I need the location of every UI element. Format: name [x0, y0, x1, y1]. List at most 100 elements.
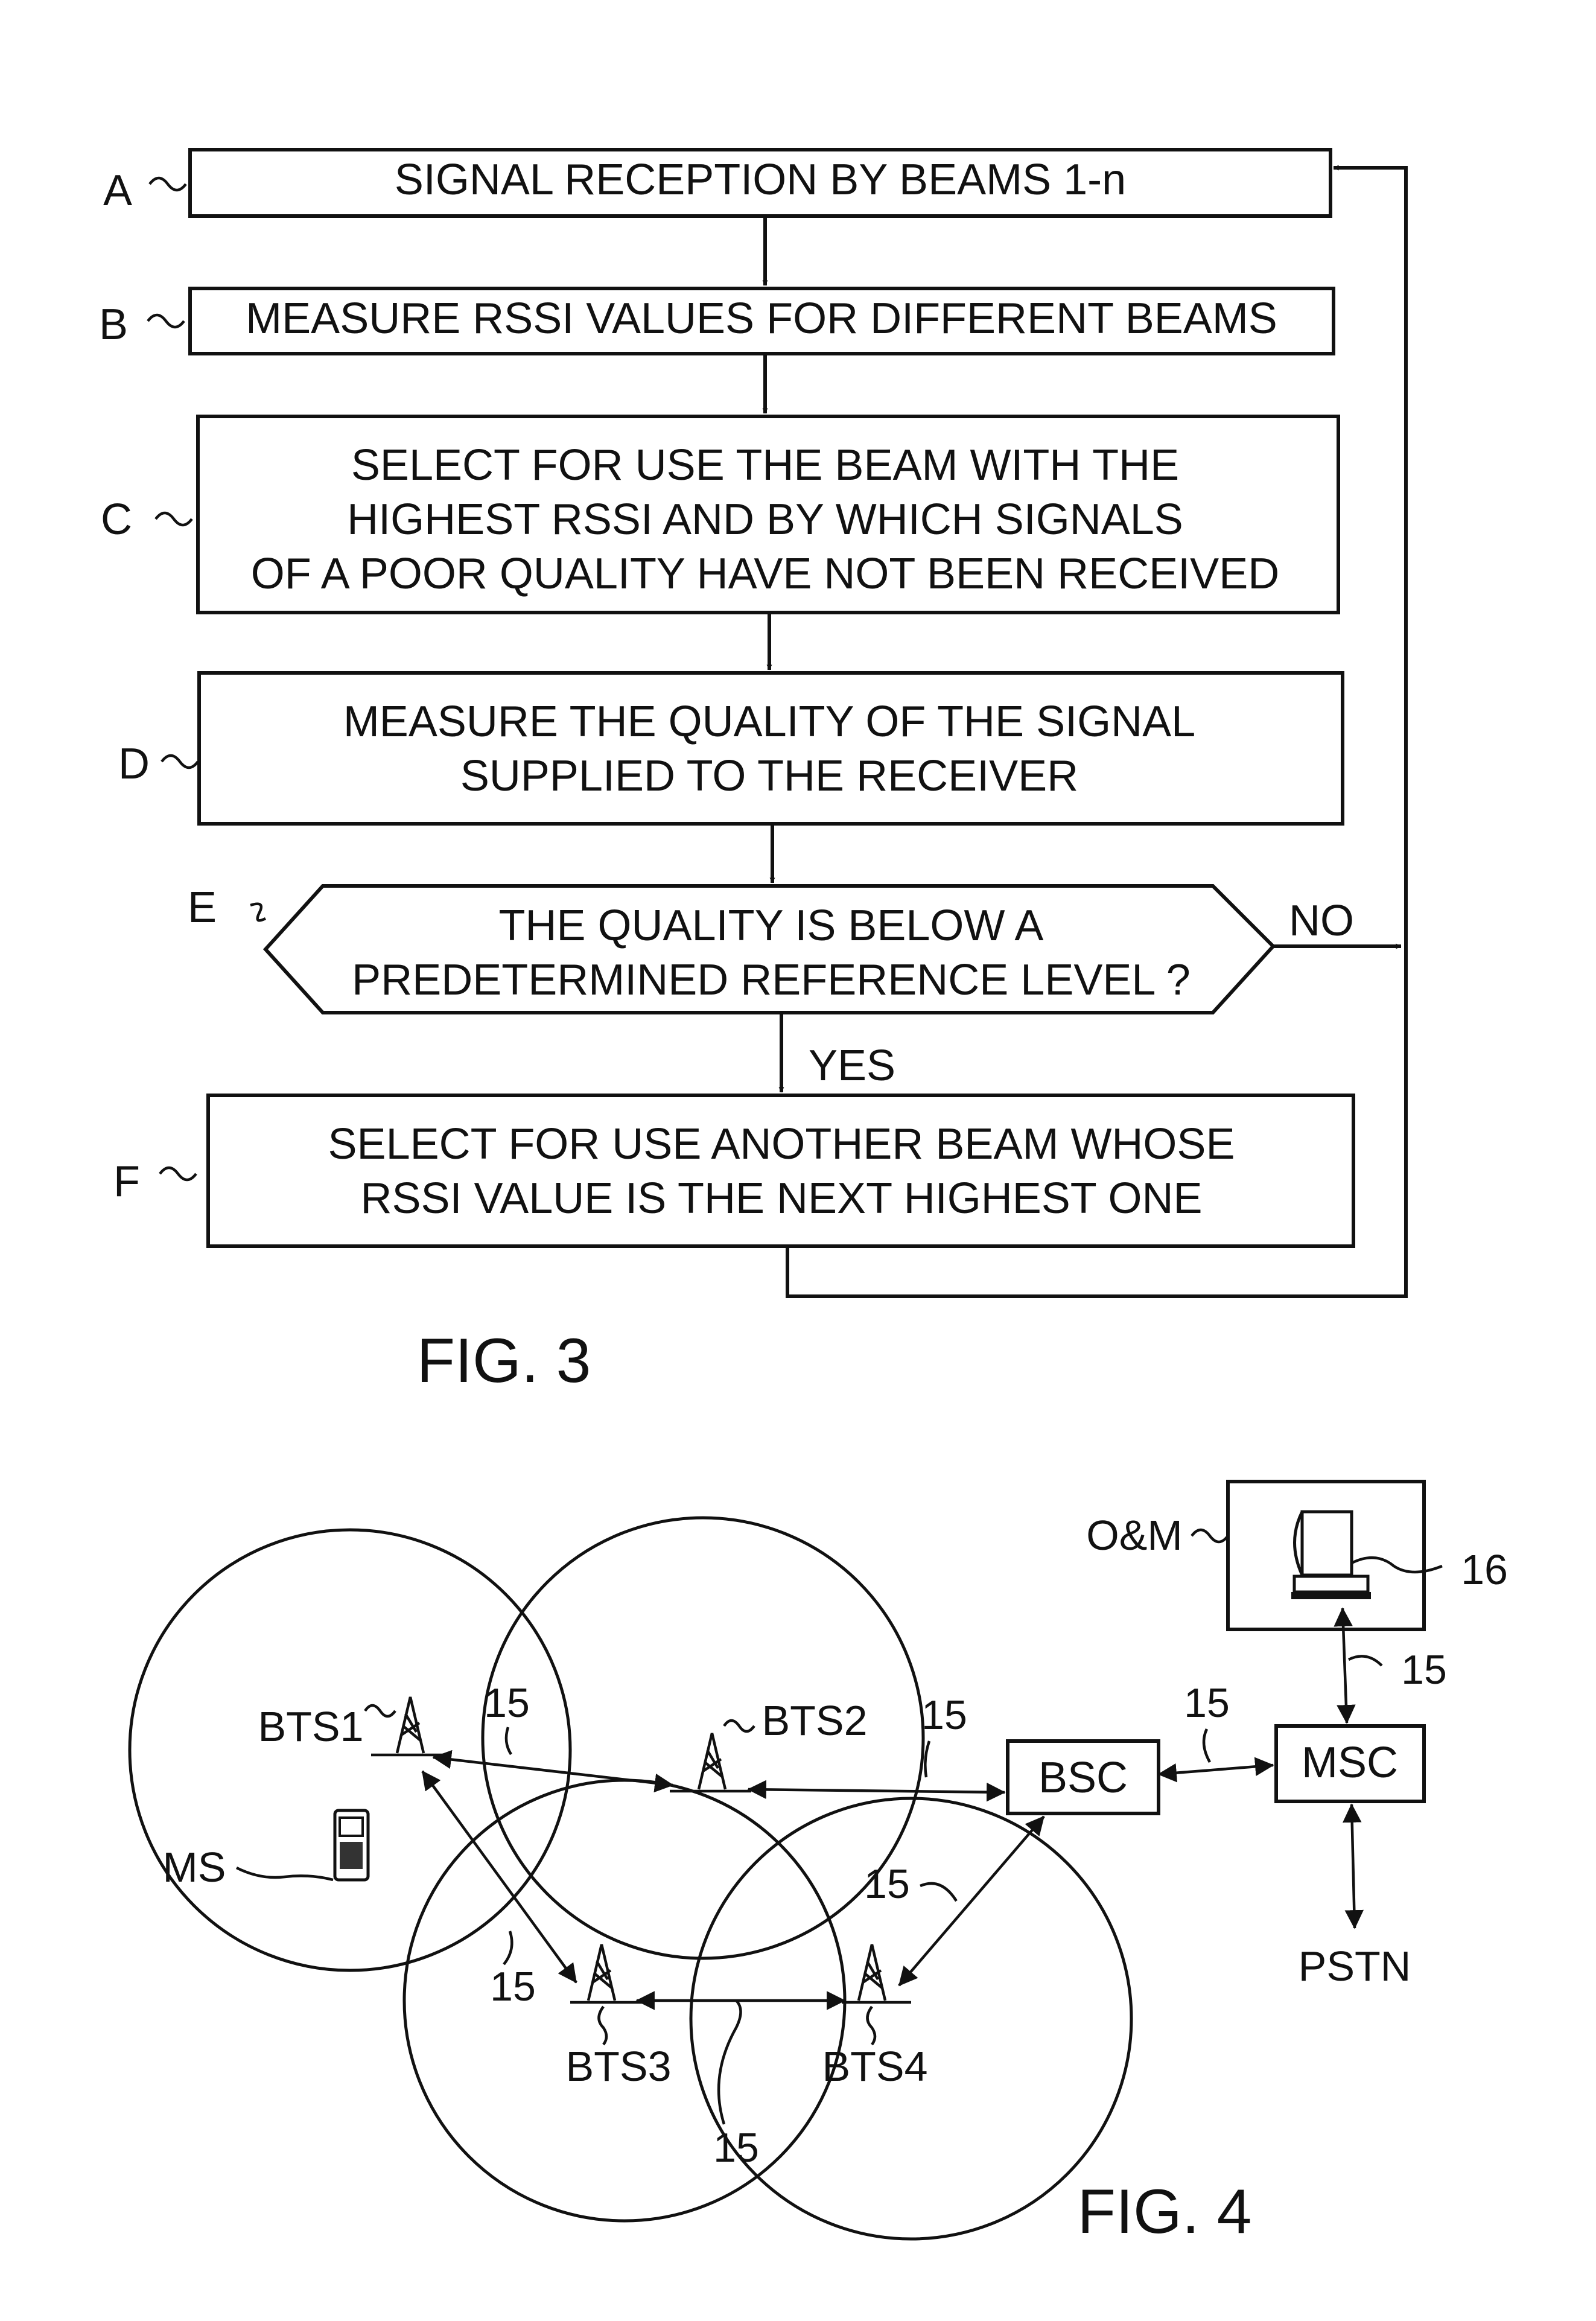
- step-a-box: [188, 148, 1332, 218]
- terminal-icon: [1291, 1510, 1371, 1599]
- cell-bts4: [689, 1797, 1133, 2241]
- ms-leader: [235, 1866, 334, 1882]
- link-bts2-bsc: [747, 1780, 1006, 1802]
- ref-leader: [717, 1999, 742, 2125]
- link-bts1-bts2: [432, 1750, 674, 1793]
- step-d-text-line1: MEASURE THE QUALITY OF THE SIGNAL: [343, 698, 1195, 746]
- cell-bts2: [481, 1516, 925, 1960]
- step-d: MEASURE THE QUALITY OF THE SIGNAL SUPPLI…: [118, 671, 1344, 826]
- fig3-caption: FIG. 3: [417, 1326, 591, 1396]
- step-f-box: [206, 1094, 1355, 1248]
- step-a-text: SIGNAL RECEPTION BY BEAMS 1-n: [395, 156, 1126, 204]
- tower-icon: [395, 1696, 425, 1754]
- step-e-letter: E: [188, 884, 217, 932]
- step-e-text-line2: PREDETERMINED REFERENCE LEVEL ?: [352, 956, 1191, 1004]
- bsc-box: [1006, 1739, 1160, 1815]
- step-d-text-line2: SUPPLIED TO THE RECEIVER: [460, 752, 1078, 800]
- step-f-leader: [159, 1166, 197, 1182]
- msc-label: MSC: [1302, 1739, 1398, 1787]
- step-c-text-line1: SELECT FOR USE THE BEAM WITH THE: [351, 441, 1179, 489]
- tower-icon: [697, 1733, 727, 1790]
- ref-leader: [503, 1931, 513, 1966]
- ms-label: MS: [163, 1844, 226, 1891]
- bts1-label: BTS1: [258, 1703, 363, 1750]
- step-f-text-line1: SELECT FOR USE ANOTHER BEAM WHOSE: [328, 1120, 1235, 1168]
- no-label: NO: [1289, 897, 1354, 945]
- link-msc-pstn: [1342, 1803, 1364, 1929]
- phone-keypad: [340, 1842, 363, 1869]
- step-a-leader: [148, 176, 187, 192]
- step-b: MEASURE RSSI VALUES FOR DIFFERENT BEAMS …: [99, 287, 1335, 355]
- bts4-label: BTS4: [822, 2043, 927, 2090]
- om-label: O&M: [1086, 1512, 1182, 1559]
- yes-label: YES: [809, 1042, 895, 1090]
- ref-15-bts1-bts2: 15: [484, 1680, 530, 1726]
- ref-leader: [920, 1882, 958, 1902]
- step-c: SELECT FOR USE THE BEAM WITH THE HIGHEST…: [101, 415, 1340, 614]
- feedback-loop-arrow: [786, 165, 1408, 1298]
- antenna-bts4: [842, 1944, 911, 2004]
- network-links: [421, 1607, 1364, 2010]
- mobile-station: MS: [163, 1809, 370, 1891]
- fig4-network-diagram: BTS1 BTS2 BTS3 BTS4 MS BSC MSC: [128, 1480, 1508, 2247]
- step-e-decision: THE QUALITY IS BELOW A PREDETERMINED REF…: [188, 884, 1354, 1090]
- link-bsc-msc: [1157, 1757, 1274, 1783]
- step-d-letter: D: [118, 740, 150, 788]
- ref-15-bts1-bts3: 15: [490, 1964, 536, 2010]
- step-c-text-line3: OF A POOR QUALITY HAVE NOT BEEN RECEIVED: [251, 550, 1279, 598]
- step-b-box: [188, 287, 1335, 355]
- ref-leader: [504, 1727, 512, 1756]
- step-e-leader: [250, 902, 267, 922]
- msc-node: MSC: [1274, 1724, 1426, 1803]
- cell-bts1: [128, 1528, 572, 1972]
- fig3-flowchart: SIGNAL RECEPTION BY BEAMS 1-n A MEASURE …: [99, 148, 1408, 1396]
- link-reference-labels: 15 15 15 15 15 15 15: [484, 1647, 1447, 2171]
- ref-15-bts4-bsc: 15: [864, 1861, 910, 1907]
- step-b-text: MEASURE RSSI VALUES FOR DIFFERENT BEAMS: [246, 295, 1277, 343]
- ref-leader: [1202, 1728, 1211, 1763]
- step-d-box: [197, 671, 1344, 826]
- step-e-text-line1: THE QUALITY IS BELOW A: [499, 902, 1044, 950]
- antenna-bts1: [371, 1696, 447, 1757]
- step-c-leader: [154, 511, 193, 527]
- bts3-label: BTS3: [565, 2043, 671, 2090]
- tower-icon: [857, 1944, 887, 2001]
- step-a-letter: A: [103, 167, 132, 215]
- ref-leader: [924, 1740, 931, 1778]
- ref-15-bts3-bts4: 15: [713, 2125, 759, 2171]
- step-a: SIGNAL RECEPTION BY BEAMS 1-n A: [103, 148, 1332, 218]
- link-om-msc: [1334, 1607, 1356, 1724]
- om-leader: [1191, 1528, 1229, 1544]
- step-c-letter: C: [101, 495, 132, 544]
- antenna-bts3: [570, 1944, 646, 2004]
- antenna-bts2: [670, 1733, 751, 1793]
- ref-15-bsc-msc: 15: [1184, 1680, 1230, 1726]
- step-b-letter: B: [99, 301, 128, 349]
- step-b-leader: [147, 313, 185, 329]
- pstn-label: PSTN: [1299, 1943, 1411, 1990]
- ref-leader: [1347, 1655, 1383, 1667]
- bts3-leader: [597, 2005, 608, 2046]
- tower-icon: [587, 1944, 617, 2001]
- phone-screen: [339, 1816, 364, 1837]
- bsc-node: BSC: [1006, 1739, 1160, 1815]
- fig4-caption: FIG. 4: [1078, 2177, 1252, 2247]
- step-e-hexagon: [262, 884, 1276, 1014]
- bts2-label: BTS2: [761, 1697, 867, 1744]
- msc-box: [1274, 1724, 1426, 1803]
- step-c-text-line2: HIGHEST RSSI AND BY WHICH SIGNALS: [347, 495, 1183, 544]
- om-node: O&M 16: [1086, 1480, 1508, 1631]
- terminal-ref-leader: [1350, 1556, 1443, 1574]
- link-bts4-bsc: [898, 1815, 1045, 1987]
- flow-arrows: [762, 165, 1408, 1298]
- link-bts1-bts3: [421, 1770, 577, 1984]
- bts2-leader: [723, 1719, 755, 1733]
- ref-15-bts2-bsc: 15: [921, 1692, 967, 1738]
- ref-15-om-msc: 15: [1401, 1647, 1447, 1693]
- step-f-letter: F: [113, 1157, 140, 1206]
- terminal-ref-label: 16: [1461, 1546, 1508, 1593]
- step-f: SELECT FOR USE ANOTHER BEAM WHOSE RSSI V…: [113, 1094, 1355, 1248]
- bts4-leader: [866, 2005, 877, 2046]
- bts1-leader: [364, 1704, 396, 1718]
